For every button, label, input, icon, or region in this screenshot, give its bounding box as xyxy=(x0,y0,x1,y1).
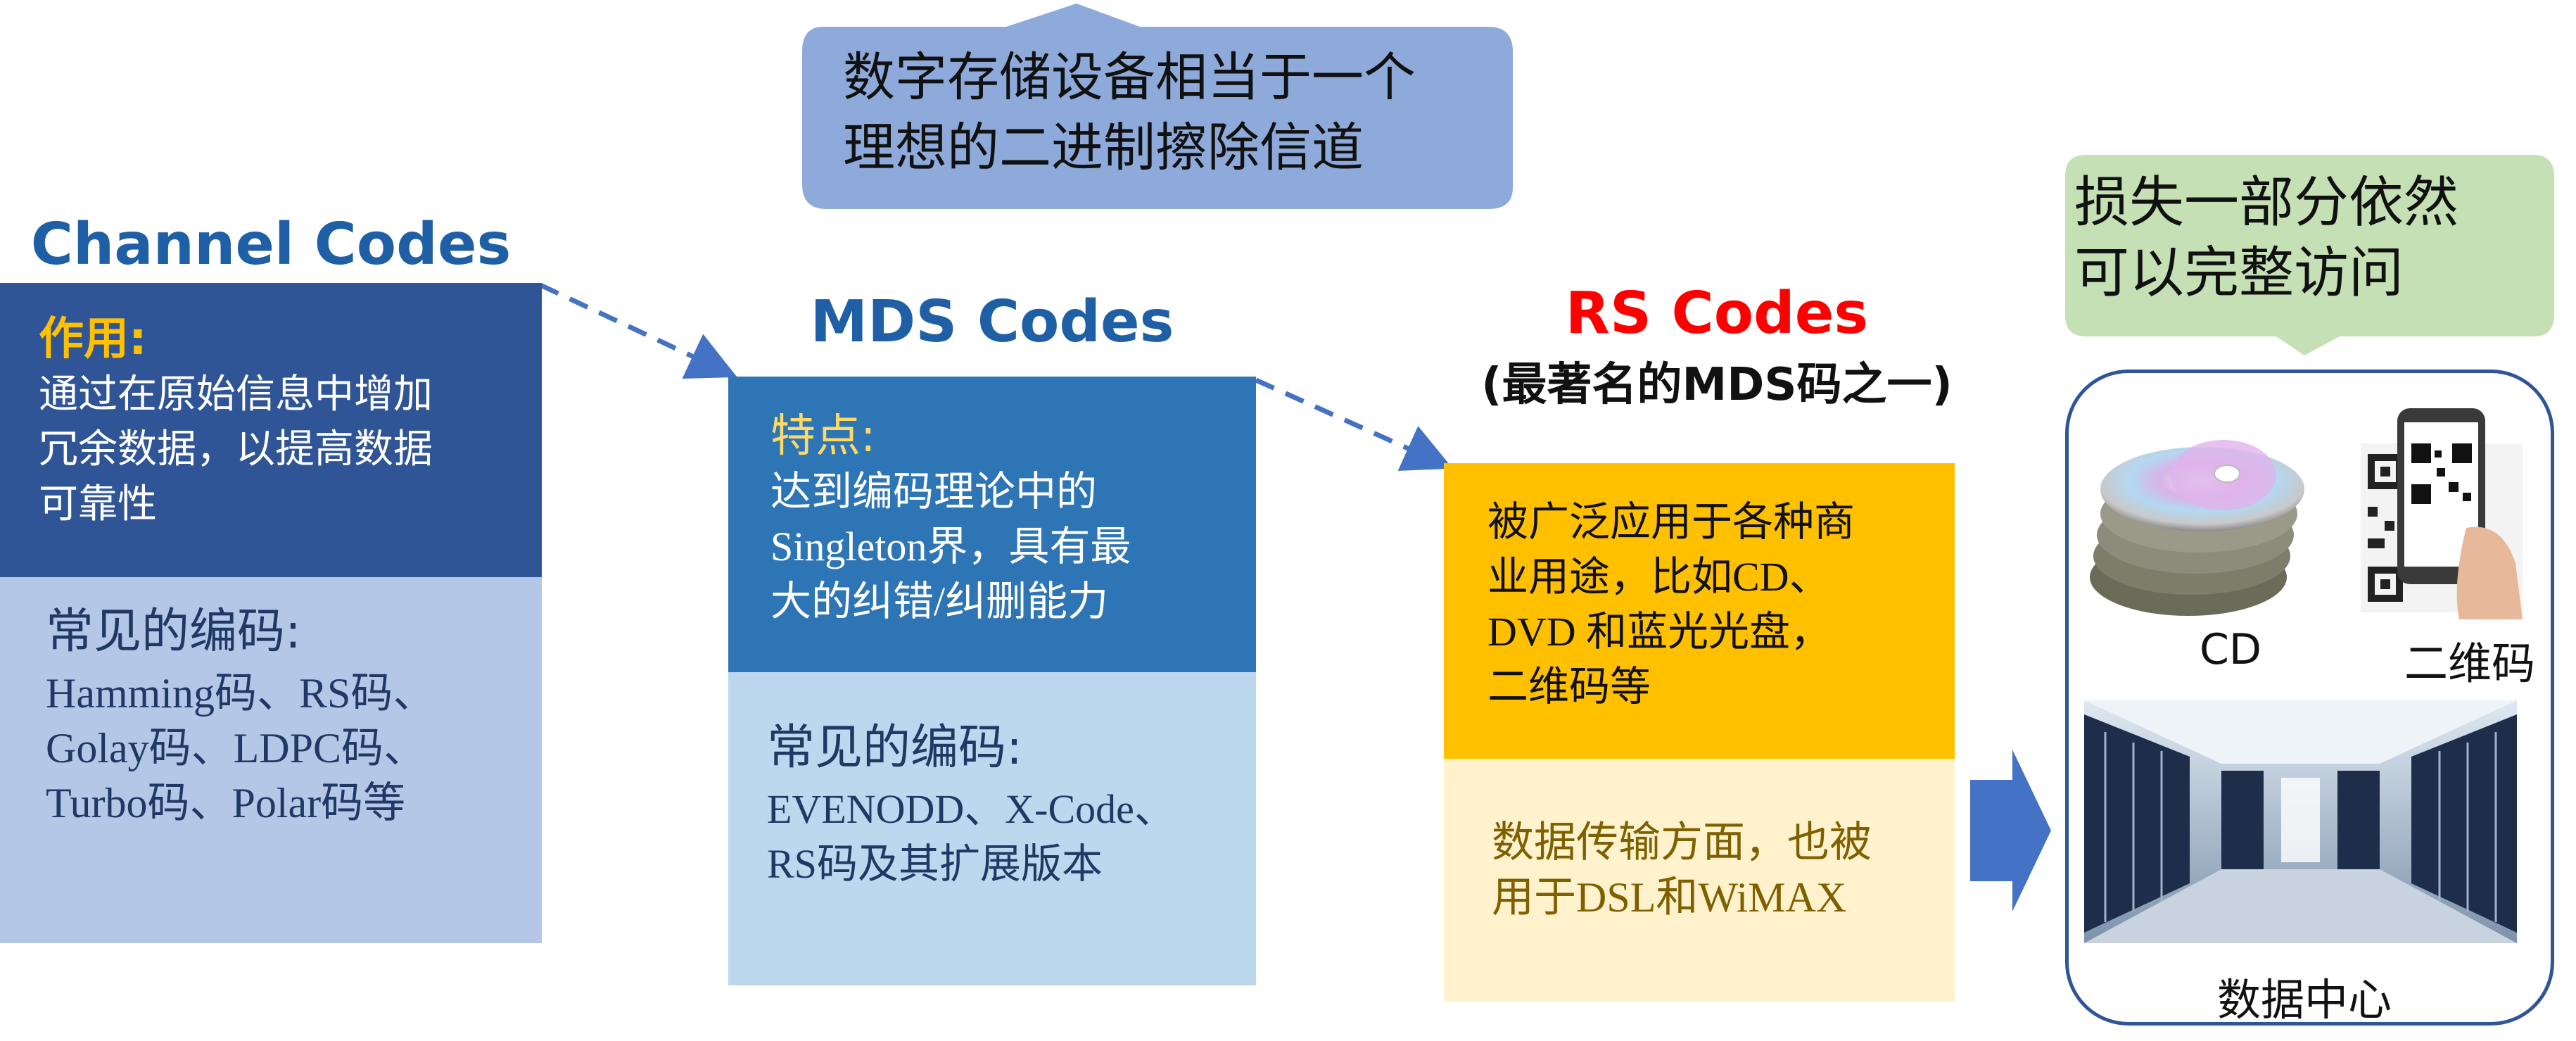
block-arrow-right xyxy=(1970,750,2051,911)
datacenter-image xyxy=(2084,700,2517,943)
channel-codes-role-box: 作用: 通过在原始信息中增加 冗余数据，以提高数据 可靠性 xyxy=(0,283,542,577)
callout-right-line: 损失一部分依然 xyxy=(2074,171,2459,234)
dashed-arrow-mds-to-rs xyxy=(1255,377,1453,471)
common-line: Turbo码、Polar码等 xyxy=(46,780,406,826)
mds-codes-feature-text: 达到编码理论中的 Singleton界，具有最 大的纠错/纠删能力 xyxy=(770,465,1256,629)
mds-codes-common-text: EVENODD、X-Code、 RS码及其扩展版本 xyxy=(767,782,1256,892)
callout-right-shape xyxy=(2065,155,2554,355)
callout-top-text: 数字存储设备相当于一个 理想的二进制擦除信道 xyxy=(843,42,1490,183)
common-line: RS码及其扩展版本 xyxy=(767,841,1103,887)
cd-label: CD xyxy=(2199,625,2262,674)
usage-line: DVD 和蓝光光盘， xyxy=(1487,609,1832,655)
rs-codes-title: RS Codes xyxy=(1565,280,1869,347)
feature-line: 达到编码理论中的 xyxy=(770,469,1098,515)
rs-codes-usage-box: 被广泛应用于各种商 业用途，比如CD、 DVD 和蓝光光盘， 二维码等 xyxy=(1444,463,1955,759)
callout-right-text: 损失一部分依然 可以完整访问 xyxy=(2074,168,2553,308)
feature-line: Singleton界，具有最 xyxy=(770,524,1131,569)
channel-codes-common-box: 常见的编码: Hamming码、RS码、 Golay码、LDPC码、 Turbo… xyxy=(0,577,542,943)
datacenter-label: 数据中心 xyxy=(2216,974,2392,1026)
callout-right-line: 可以完整访问 xyxy=(2074,241,2404,305)
callout-top-shape xyxy=(802,4,1513,209)
usage-line: 业用途，比如CD、 xyxy=(1487,554,1830,600)
rs-codes-transmission-box: 数据传输方面，也被 用于DSL和WiMAX xyxy=(1444,759,1955,1002)
rs-codes-transmission-text: 数据传输方面，也被 用于DSL和WiMAX xyxy=(1492,815,1955,925)
mds-codes-common-box: 常见的编码: EVENODD、X-Code、 RS码及其扩展版本 xyxy=(728,672,1256,985)
common-line: Golay码、LDPC码、 xyxy=(46,725,426,771)
transmission-line: 用于DSL和WiMAX xyxy=(1492,874,1847,921)
cd-stack-image xyxy=(2090,440,2304,616)
callout-top-line: 数字存储设备相当于一个 xyxy=(843,47,1416,108)
usage-line: 被广泛应用于各种商 xyxy=(1487,499,1855,545)
channel-codes-role-text: 通过在原始信息中增加 冗余数据，以提高数据 可靠性 xyxy=(39,367,542,532)
qr-phone-image xyxy=(2361,408,2523,619)
mds-codes-common-label: 常见的编码: xyxy=(767,720,1022,776)
channel-codes-common-text: Hamming码、RS码、 Golay码、LDPC码、 Turbo码、Polar… xyxy=(46,666,542,831)
common-line: Hamming码、RS码、 xyxy=(46,670,436,717)
usage-line: 二维码等 xyxy=(1487,664,1651,709)
mds-codes-title: MDS Codes xyxy=(810,289,1174,355)
common-line: EVENODD、X-Code、 xyxy=(767,786,1175,832)
channel-codes-title: Channel Codes xyxy=(30,211,512,278)
role-line: 可靠性 xyxy=(39,481,157,527)
rs-codes-subtitle: (最著名的MDS码之一) xyxy=(1481,359,1953,411)
callout-top-line: 理想的二进制擦除信道 xyxy=(843,118,1364,178)
channel-codes-common-label: 常见的编码: xyxy=(46,604,301,660)
role-line: 冗余数据，以提高数据 xyxy=(39,427,433,472)
transmission-line: 数据传输方面，也被 xyxy=(1492,819,1872,866)
rs-codes-usage-text: 被广泛应用于各种商 业用途，比如CD、 DVD 和蓝光光盘， 二维码等 xyxy=(1487,495,1955,714)
qr-code-label: 二维码 xyxy=(2404,638,2535,689)
mds-codes-feature-box: 特点: 达到编码理论中的 Singleton界，具有最 大的纠错/纠删能力 xyxy=(728,377,1256,672)
feature-line: 大的纠错/纠删能力 xyxy=(770,579,1109,624)
dashed-arrow-channel-to-mds xyxy=(539,282,737,379)
mds-codes-feature-label: 特点: xyxy=(770,410,876,462)
role-line: 通过在原始信息中增加 xyxy=(39,372,433,417)
channel-codes-role-label: 作用: xyxy=(39,313,147,365)
